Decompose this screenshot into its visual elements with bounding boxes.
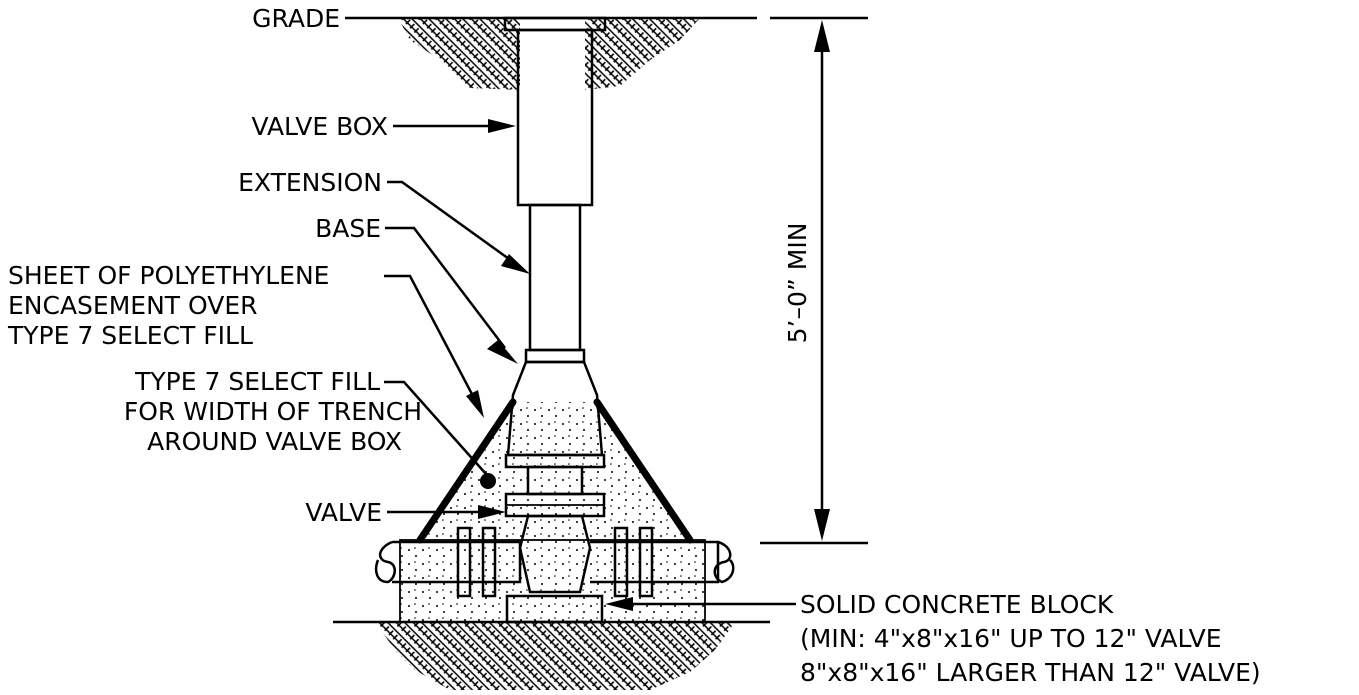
label-sheet-line-2: ENCASEMENT OVER [8, 291, 258, 320]
soil-hatch-top-left [398, 18, 520, 90]
label-grade: GRADE [252, 4, 340, 33]
label-base: BASE [315, 214, 381, 243]
polyethylene-sheet-left [416, 398, 517, 544]
extension-pipe [528, 203, 582, 352]
pipe-joint-left-2 [481, 526, 497, 598]
label-block-line-2: (MIN: 4"x8"x16" UP TO 12" VALVE [800, 624, 1222, 653]
extension-arrow [501, 254, 530, 274]
polyethylene-arrow [466, 390, 484, 418]
valve-box [516, 28, 594, 207]
pipe-right-break [713, 540, 735, 584]
concrete-block [505, 594, 604, 624]
label-fill-line-1: TYPE 7 SELECT FILL [134, 367, 380, 396]
label-block-line-1: SOLID CONCRETE BLOCK [800, 590, 1114, 619]
label-fill-line-3: AROUND VALVE BOX [147, 427, 402, 456]
label-sheet-line-1: SHEET OF POLYETHYLENE [8, 261, 329, 290]
dimension-arrow-bottom [814, 509, 830, 541]
dimension-label: 5’–0” MIN [783, 223, 812, 344]
select-fill-dot [480, 473, 496, 489]
base-arrow [487, 340, 518, 364]
dimension-arrow-top [814, 20, 830, 52]
label-block-line-3: 8"x8"x16" LARGER THAN 12" VALVE) [800, 658, 1261, 687]
valve-box-arrow [488, 119, 516, 133]
label-sheet-line-3: TYPE 7 SELECT FILL [7, 321, 253, 350]
label-extension: EXTENSION [238, 168, 382, 197]
label-fill-line-2: FOR WIDTH OF TRENCH [124, 397, 422, 426]
polyethylene-sheet-right [593, 398, 694, 544]
soil-hatch-bottom [375, 622, 735, 690]
label-valve: VALVE [305, 498, 382, 527]
valve-arrow [478, 505, 506, 519]
polyethylene-leader [384, 274, 476, 399]
pipe-joint-right-2 [638, 526, 654, 598]
concrete-block-arrow [605, 597, 633, 611]
pipe-left-break [374, 540, 396, 584]
soil-hatch-top-right [585, 18, 700, 90]
pipe-joint-right-1 [613, 526, 629, 598]
base-leader [385, 226, 506, 349]
pipe-joint-left-1 [456, 526, 472, 598]
pipe-right [590, 540, 720, 584]
base-collar [524, 348, 586, 364]
pipe-left [392, 540, 522, 584]
label-valve-box: VALVE BOX [251, 112, 388, 141]
extension-leader [387, 180, 517, 266]
select-fill-leader [384, 380, 487, 475]
